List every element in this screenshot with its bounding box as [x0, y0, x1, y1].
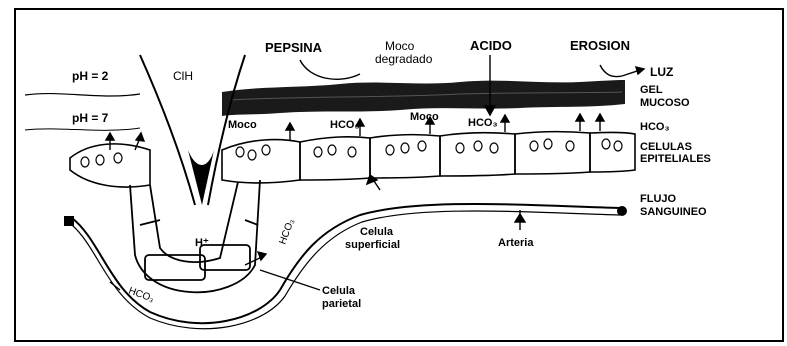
- blood-vessel-inner: [72, 211, 620, 329]
- label-gel-1: GEL: [640, 84, 663, 96]
- label-hco3-right-side: HCO₃: [640, 121, 670, 133]
- label-celula-parietal-2: parietal: [322, 298, 361, 310]
- label-arteria: Arteria: [498, 237, 534, 249]
- label-flujo-2: SANGUINEO: [640, 206, 707, 218]
- label-celulas-1: CELULAS: [640, 141, 692, 153]
- label-moco-left: Moco: [228, 119, 257, 131]
- label-hco3-gland-right: HCO₃: [277, 218, 296, 246]
- label-erosion: EROSION: [570, 38, 630, 53]
- vessel-end-right: [617, 206, 627, 216]
- label-moco-degradado-2: degradado: [375, 52, 433, 66]
- label-pepsina: PEPSINA: [265, 40, 323, 55]
- label-celula-superficial-1: Celula: [360, 226, 394, 238]
- label-celula-superficial-2: superficial: [345, 239, 400, 251]
- label-celulas-2: EPITELIALES: [640, 153, 711, 165]
- ph-boundary-line: [25, 94, 140, 96]
- label-clh: ClH: [173, 69, 193, 83]
- label-hco3-gland-left: HCO₃: [127, 285, 155, 304]
- label-luz: LUZ: [650, 65, 673, 79]
- label-moco-degradado-1: Moco: [385, 39, 415, 53]
- cell-nuclei: [81, 139, 622, 167]
- label-flujo-1: FLUJO: [640, 193, 677, 205]
- ph-boundary-line-lower: [25, 128, 140, 130]
- label-gel-2: MUCOSO: [640, 97, 690, 109]
- label-hco3-right: HCO₃: [468, 117, 498, 129]
- label-ph2: pH = 2: [72, 69, 109, 83]
- label-moco-mid: Moco: [410, 111, 439, 123]
- label-ph7: pH = 7: [72, 111, 109, 125]
- vessel-end-left: [64, 216, 74, 226]
- label-celula-parietal-1: Celula: [322, 285, 356, 297]
- label-acido: ACIDO: [470, 38, 512, 53]
- label-h-plus: H⁺: [195, 237, 209, 249]
- label-hco3-mid: HCO₃: [330, 119, 360, 131]
